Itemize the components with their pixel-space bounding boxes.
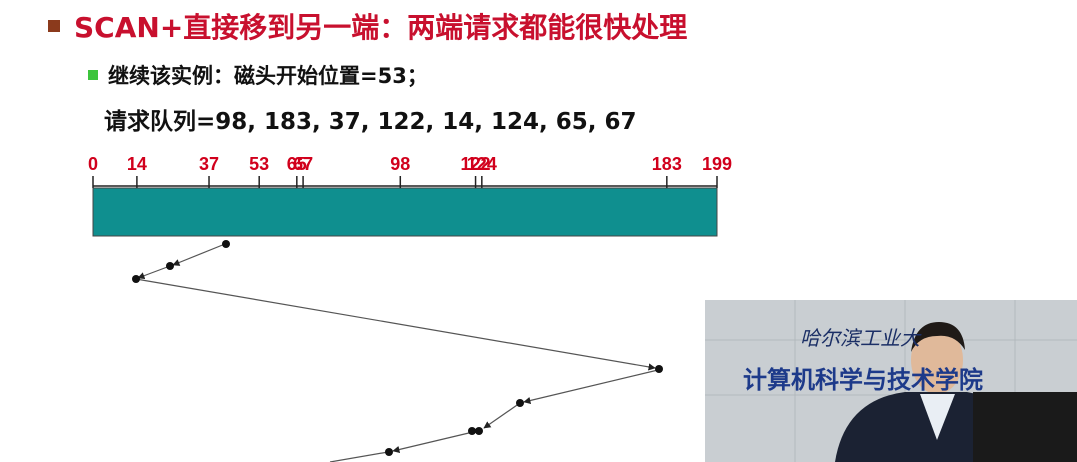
department-name: 计算机科学与技术学院 [743, 366, 983, 394]
point-199 [655, 365, 663, 373]
point-124 [475, 427, 483, 435]
tick-label-0: 0 [88, 154, 98, 174]
path-seg-7 [329, 451, 389, 462]
subtitle-row: 继续该实例：磁头开始位置=53； [88, 60, 428, 90]
video-scene [705, 300, 1077, 462]
subtitle-text: 继续该实例：磁头开始位置=53； [108, 64, 428, 88]
path-seg-1 [172, 243, 226, 266]
tick-label-67: 67 [293, 154, 313, 174]
person-hair [911, 322, 965, 352]
tick-label-98: 98 [390, 154, 410, 174]
tick-label-14: 14 [127, 154, 147, 174]
path-seg-3 [135, 278, 656, 371]
head-points [132, 240, 663, 456]
tick-label-183: 183 [652, 154, 682, 174]
lecturer-video: 哈尔滨工业大 计算机科学与技术学院 [705, 300, 1077, 462]
title-bullet [48, 20, 60, 32]
point-37 [166, 262, 174, 270]
track-bar [92, 187, 718, 237]
tick-label-199: 199 [702, 154, 732, 174]
tick-label-65: 65 [287, 154, 307, 174]
tick-label-37: 37 [199, 154, 219, 174]
path-seg-2 [137, 265, 171, 280]
point-183 [516, 399, 524, 407]
request-queue: 请求队列=98, 183, 37, 122, 14, 124, 65, 67 [104, 109, 637, 135]
head-path [135, 243, 659, 462]
school-name: 哈尔滨工业大 [800, 326, 920, 350]
tick-label-124: 124 [467, 154, 497, 174]
person-head [911, 326, 963, 394]
person-shirt [920, 394, 955, 440]
point-53 [222, 240, 230, 248]
tick-label-122: 122 [461, 154, 491, 174]
point-98 [385, 448, 393, 456]
monitor [973, 392, 1077, 462]
path-seg-5 [483, 402, 521, 429]
point-122 [468, 427, 476, 435]
subtitle-bullet [88, 70, 98, 80]
title-row: SCAN+直接移到另一端：两端请求都能很快处理 [48, 6, 687, 46]
point-14 [132, 275, 140, 283]
tick-label-53: 53 [249, 154, 269, 174]
path-seg-6 [392, 431, 474, 454]
slide-title: SCAN+直接移到另一端：两端请求都能很快处理 [74, 11, 688, 44]
path-seg-4 [523, 369, 659, 404]
